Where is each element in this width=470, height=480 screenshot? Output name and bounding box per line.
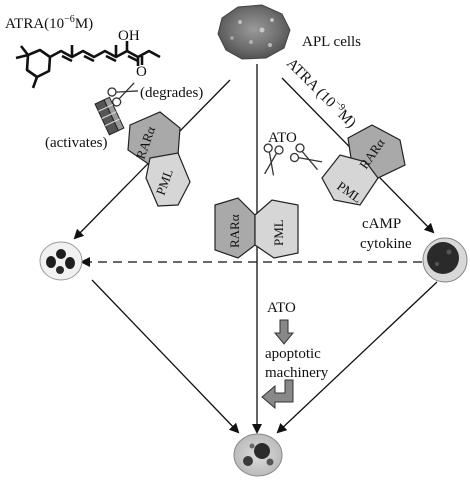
differentiated-cell-left <box>39 241 83 281</box>
activator-tape-icon <box>94 96 125 136</box>
rar-pml-complex-left <box>127 111 191 207</box>
scissors-icon <box>289 143 323 171</box>
hydroxyl-label: OH <box>118 28 140 44</box>
rar-pml-complex-right <box>321 124 406 206</box>
arrow-left-cell-to-apoptotic <box>91 279 240 434</box>
scissors-icon <box>107 82 139 107</box>
apoptotic-cell-bottom <box>233 433 283 477</box>
apoptotic-label: apoptotic <box>265 346 321 362</box>
rar-alpha-center-label: RARα <box>227 214 242 248</box>
ato-top-label: ATO <box>268 130 297 146</box>
down-arrow-icon <box>273 319 295 345</box>
camp-label: cAMP <box>362 216 401 232</box>
bent-arrow-icon <box>261 379 294 410</box>
atra-high-label: ATRA(10−6M) <box>5 14 93 32</box>
activates-label: (activates) <box>45 135 107 151</box>
pml-left-shape <box>145 152 191 207</box>
apl-cell-image <box>217 4 291 60</box>
differentiated-cell-right <box>422 237 468 283</box>
machinery-label: machinery <box>265 365 329 381</box>
pml-center-shape <box>254 199 299 259</box>
oxygen-label: O <box>136 64 147 80</box>
atra-low-label: ATRA (10−9M) <box>283 54 360 131</box>
arrow-right-cell-to-apoptotic <box>276 281 438 434</box>
scissors-icon <box>263 143 284 176</box>
cytokine-label: cytokine <box>360 236 412 252</box>
rar-pml-complex-center <box>214 197 299 259</box>
degrades-label: (degrades) <box>140 85 203 101</box>
pml-right-shape <box>321 154 379 206</box>
pml-center-label: PML <box>271 219 286 246</box>
atra-molecule-structure <box>15 41 161 89</box>
apl-cells-label: APL cells <box>302 34 361 50</box>
ato-mid-label: ATO <box>267 300 296 316</box>
